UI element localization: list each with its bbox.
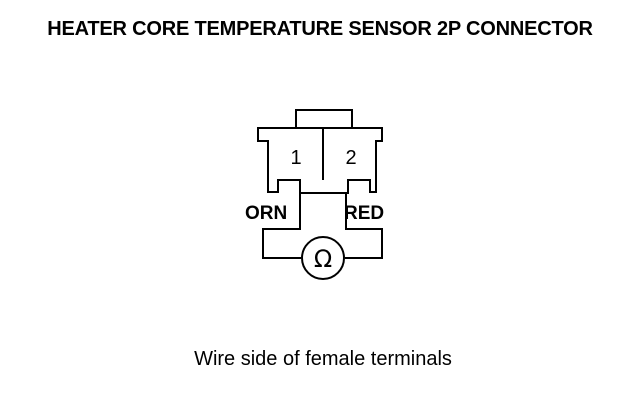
ohm-symbol: Ω — [314, 245, 332, 273]
test-lead-right — [345, 193, 383, 259]
pin-2-label: 2 — [345, 147, 356, 169]
diagram-caption: Wire side of female terminals — [194, 348, 452, 370]
wire-label-orn: ORN — [245, 203, 287, 224]
pin-1-label: 1 — [290, 147, 301, 169]
ohmmeter-icon — [301, 236, 345, 280]
test-lead-left — [262, 193, 301, 259]
connector-housing — [257, 127, 383, 194]
diagram-title: HEATER CORE TEMPERATURE SENSOR 2P CONNEC… — [47, 18, 593, 40]
wire-label-red: RED — [344, 203, 384, 224]
connector-lock-tab — [295, 109, 353, 128]
